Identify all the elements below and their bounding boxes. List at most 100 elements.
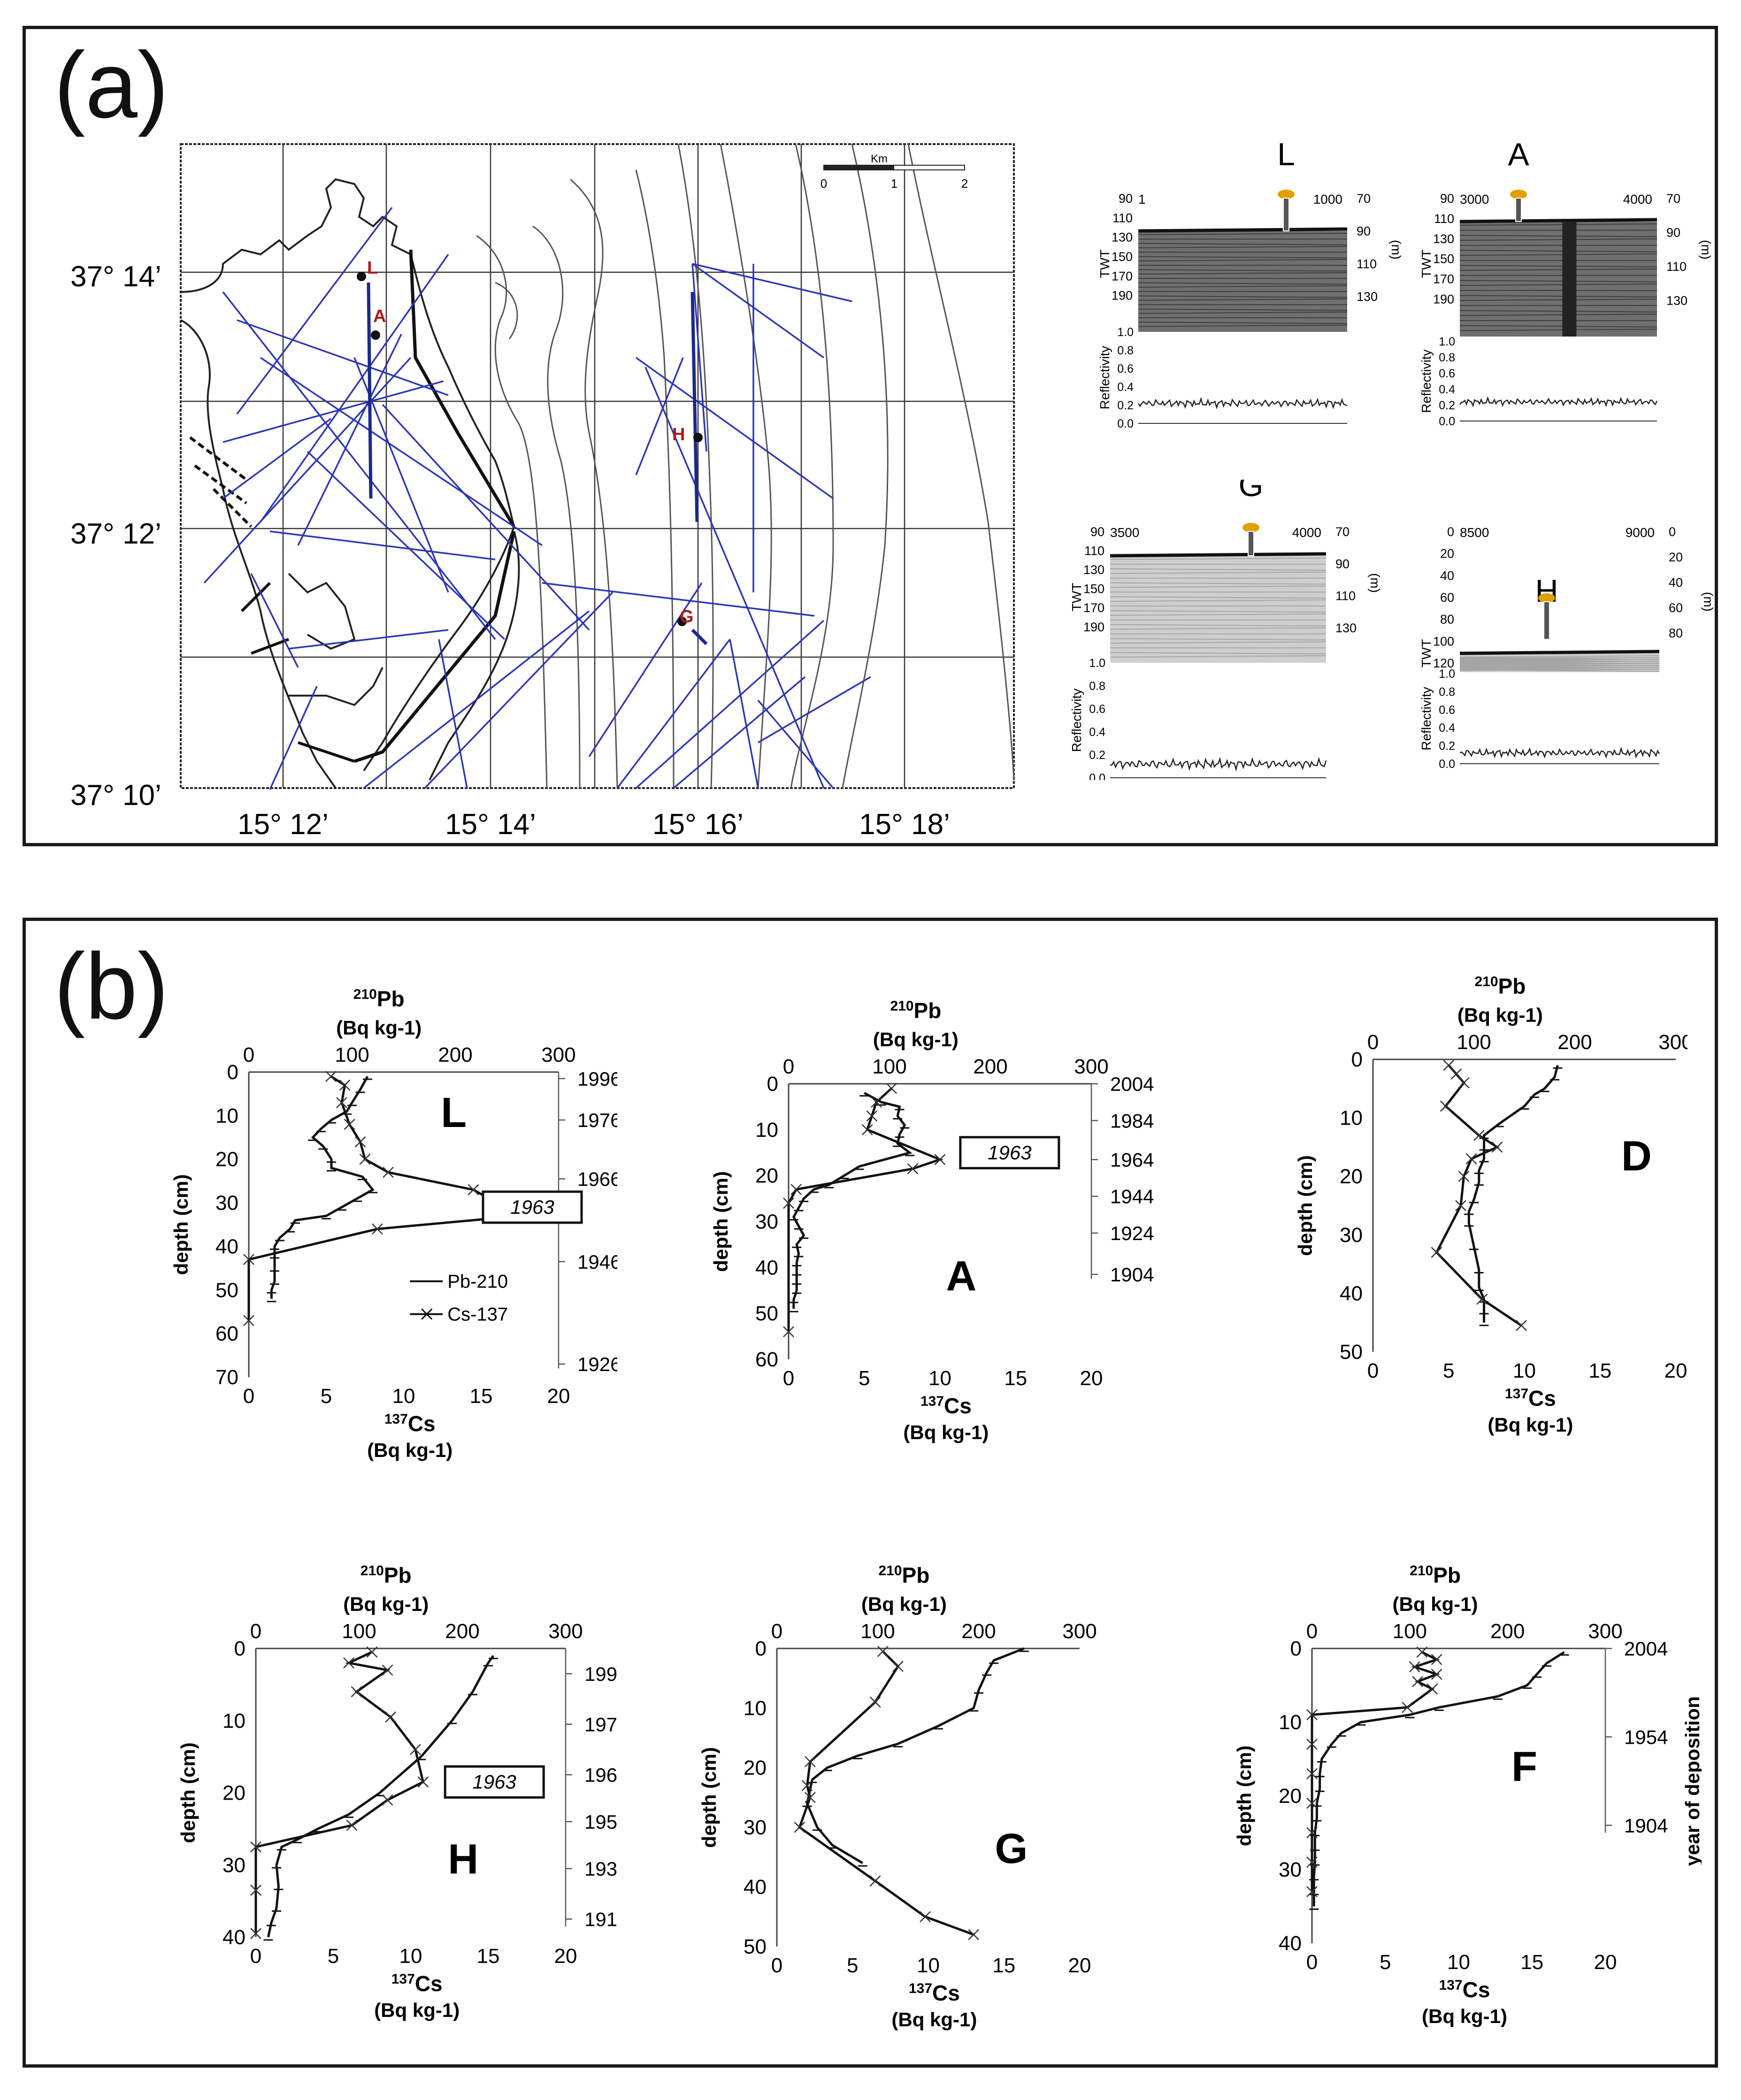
reflectivity-tick: 0.6 <box>1439 367 1455 380</box>
trace-end: 1000 <box>1313 192 1342 207</box>
seismic-reflector <box>1459 280 1657 283</box>
twt-tick: 120 <box>1433 656 1454 670</box>
twt-tick: 130 <box>1083 563 1104 577</box>
cs137-marker <box>861 1124 873 1135</box>
station-label-H: H <box>672 425 685 445</box>
seismic-reflector <box>1138 308 1348 311</box>
depth-m-tick: 0 <box>1669 525 1676 539</box>
year-axis-tick: 1996 <box>577 1068 617 1090</box>
depth-axis-tick: 30 <box>222 1854 245 1877</box>
depth-m-tick: 80 <box>1669 626 1683 640</box>
seismic-reflector <box>1459 235 1657 238</box>
station-label-L: L <box>367 258 378 278</box>
bottom-axis-tick: 5 <box>1380 1951 1391 1974</box>
harbour-breakwater <box>353 531 516 763</box>
coastline-segment <box>180 319 337 789</box>
survey-tracks <box>203 207 871 790</box>
year-axis-tick: 1966 <box>577 1168 617 1190</box>
core-marker-icon <box>1248 531 1254 556</box>
station-label: H <box>448 1836 478 1883</box>
depth-m-tick: 90 <box>1357 224 1371 238</box>
coastal-structures <box>240 582 355 763</box>
top-axis-title: 210Pb <box>1474 974 1526 998</box>
seismic-reflector <box>1110 599 1327 602</box>
top-axis-unit: (Bq kg-1) <box>1457 1004 1543 1026</box>
seismic-reflector <box>1138 269 1348 272</box>
twt-axis-label: TWT <box>1419 639 1434 668</box>
seismic-reflector <box>1138 245 1348 248</box>
seismic-reflector <box>1459 325 1657 328</box>
seismic-reflector <box>1459 284 1657 286</box>
depth-contour <box>790 144 834 789</box>
cs137-marker <box>243 1315 254 1326</box>
depth-contour <box>842 144 889 789</box>
seismic-reflector <box>1110 624 1327 627</box>
reflectivity-tick: 0.4 <box>1439 383 1455 396</box>
twt-tick: 0 <box>1447 525 1454 539</box>
twt-axis-label: TWT <box>1419 250 1434 278</box>
bottom-axis-tick: 15 <box>1520 1951 1543 1974</box>
seismic-reflector <box>1138 285 1348 288</box>
depth-contour <box>570 178 618 789</box>
survey-track-line <box>424 591 614 789</box>
pb210-line <box>1467 1065 1559 1323</box>
twt-tick: 150 <box>1112 250 1133 264</box>
cs137-marker <box>468 1184 479 1196</box>
depth-axis-tick: 40 <box>1279 1932 1302 1955</box>
cs137-marker <box>372 1223 383 1235</box>
depth-axis-tick: 0 <box>767 1073 778 1096</box>
top-axis-tick: 0 <box>1367 1031 1379 1054</box>
year-axis-tick: 1904 <box>1624 1815 1668 1837</box>
twt-tick: 80 <box>1440 613 1454 627</box>
bottom-axis-tick: 10 <box>928 1367 951 1390</box>
cs137-marker <box>1431 1669 1442 1680</box>
cs137-marker <box>790 1184 802 1195</box>
cs137-marker <box>1427 1683 1438 1695</box>
cs137-marker <box>1458 1077 1470 1088</box>
cs137-marker <box>359 1153 371 1165</box>
top-axis-title-main: Pb <box>1433 1563 1461 1587</box>
depth-axis-tick: 20 <box>222 1782 245 1805</box>
reflectivity-tick: 1.0 <box>1439 667 1455 681</box>
acoustic-shadow <box>1562 222 1577 337</box>
reflectivity-tick: 0.0 <box>1117 417 1134 430</box>
top-axis-tick: 200 <box>973 1055 1007 1078</box>
depth-axis-tick: 10 <box>755 1119 778 1142</box>
survey-track-line <box>542 582 815 617</box>
depth-m-tick: 110 <box>1666 260 1687 274</box>
year-axis-tick: 1993 <box>584 1663 617 1685</box>
top-axis-tick: 200 <box>438 1043 472 1066</box>
seismic-reflector <box>1138 311 1348 314</box>
cs137-marker <box>1516 1320 1527 1331</box>
seismic-reflector <box>1138 282 1348 285</box>
survey-track-line <box>691 263 707 452</box>
station-label: A <box>946 1253 976 1300</box>
cs137-marker <box>1491 1142 1503 1153</box>
reflectivity-curve <box>1459 746 1660 759</box>
station-marker-H <box>693 433 703 442</box>
bottom-axis-title-main: Cs <box>415 1971 443 1996</box>
reflectivity-tick: 0.6 <box>1117 362 1134 376</box>
reflectivity-tick: 1.0 <box>1439 335 1455 348</box>
bottom-axis-unit: (Bq kg-1) <box>903 1421 989 1443</box>
top-axis-tick: 100 <box>1393 1620 1427 1643</box>
seismic-reflector <box>1459 663 1660 666</box>
bottom-axis-tick: 20 <box>554 1945 577 1968</box>
survey-track-line <box>307 451 506 640</box>
twt-tick: 20 <box>1440 547 1454 561</box>
core-marker-icon <box>1543 601 1550 640</box>
reflectivity-tick: 0.2 <box>1439 399 1455 412</box>
cs137-marker <box>801 1780 813 1791</box>
seismic-reflector <box>1459 667 1660 669</box>
seismic-reflector <box>1138 324 1348 327</box>
twt-tick: 90 <box>1440 192 1454 206</box>
seabed-reflector <box>1459 218 1657 223</box>
bottom-axis-tick: 5 <box>859 1367 870 1390</box>
survey-track-line <box>438 639 468 789</box>
pb210-line <box>1312 1651 1565 1907</box>
